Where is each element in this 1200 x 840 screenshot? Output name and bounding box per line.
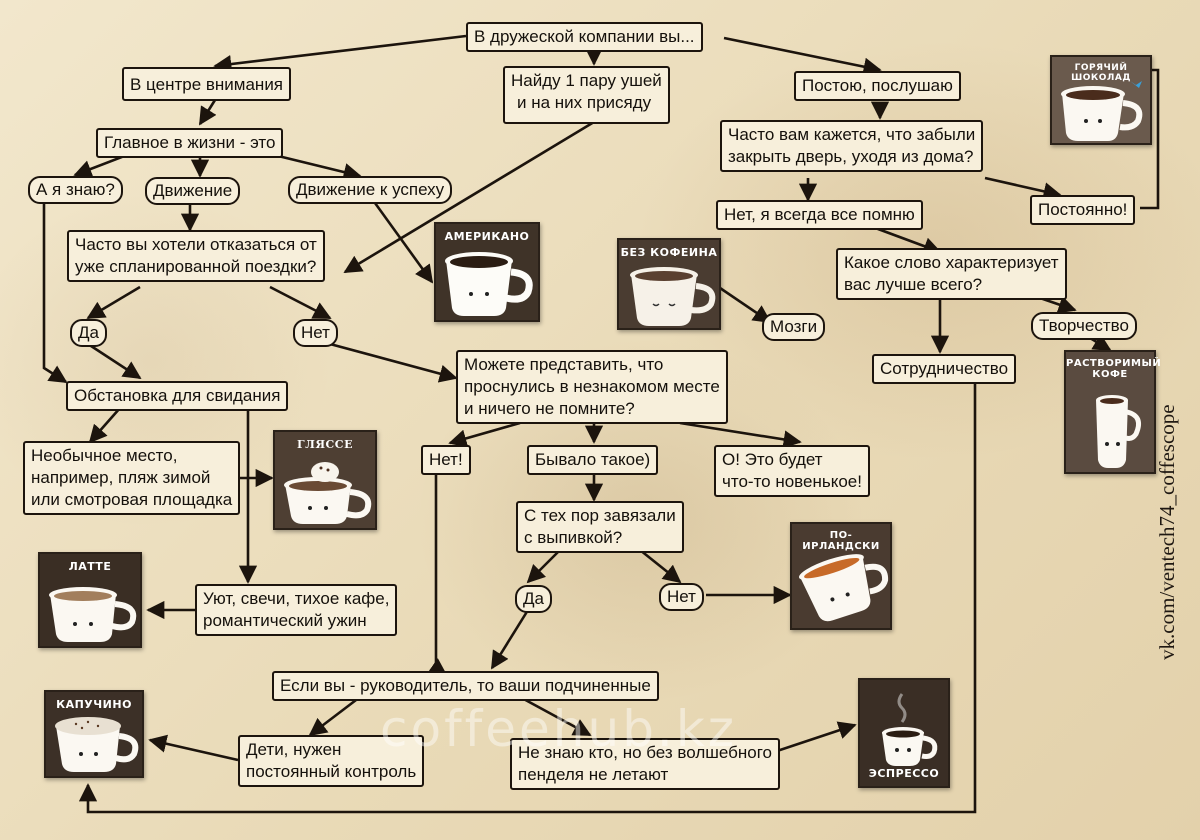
coffee-label: ГОРЯЧИЙ ШОКОЛАД — [1071, 63, 1131, 83]
cup-icon — [1096, 395, 1141, 468]
node-always-remember: Нет, я всегда все помню — [716, 200, 923, 230]
node-unusual-place: Необычное место, например, пляж зимой ил… — [23, 441, 241, 515]
node-imagine-wake: Можете представить, что проснулись в нез… — [456, 350, 728, 424]
coffee-card-hot-chocolate: ГОРЯЧИЙ ШОКОЛАД — [1050, 55, 1152, 145]
node-i-know: А я знаю? — [28, 176, 123, 204]
coffee-card-decaf: БЕЗ КОФЕИНА — [617, 238, 721, 330]
coffee-card-irish: ПО-ИРЛАНДСКИ — [790, 522, 892, 630]
node-which-word: Какое слово характеризует вас лучше всег… — [836, 248, 1067, 300]
node-something-new: О! Это будет что-то новенькое! — [714, 445, 870, 497]
coffee-card-espresso: ЭСПРЕССО — [858, 678, 950, 788]
coffee-label: ЛАТТЕ — [68, 560, 112, 573]
node-movement-success: Движение к успеху — [288, 176, 453, 204]
coffee-card-instant: РАСТВОРИМЫЙ КОФЕ — [1064, 350, 1162, 474]
coffee-label: БЕЗ КОФЕИНА — [620, 246, 718, 259]
node-cooperation: Сотрудничество — [872, 354, 1017, 384]
node-center-attention: В центре внимания — [122, 67, 292, 101]
node-date-setting: Обстановка для свидания — [66, 381, 289, 411]
node-no-excl: Нет! — [421, 445, 471, 475]
coffee-label: РАСТВОРИМЫЙ КОФЕ — [1066, 358, 1162, 380]
coffee-label: АМЕРИКАНО — [444, 230, 530, 243]
node-if-manager: Если вы - руководитель, то ваши подчинен… — [272, 671, 659, 701]
node-no-2: Нет — [659, 583, 704, 611]
cup-icon — [284, 462, 372, 524]
node-quit-drinking: С тех пор завязали с выпивкой? — [516, 501, 684, 553]
node-stand-listen: Постою, послушаю — [794, 71, 961, 101]
node-no-1: Нет — [293, 319, 338, 347]
cup-icon — [49, 587, 137, 642]
credit-text: vk.com/ventech74_coffescope — [1155, 404, 1179, 660]
node-magic-kick: Не знаю кто, но без волшебного пенделя н… — [510, 738, 781, 790]
node-yes-1: Да — [70, 319, 107, 347]
watermark: coffeehub.kz — [380, 700, 738, 758]
cup-icon — [1061, 81, 1143, 141]
cup-icon — [630, 267, 716, 326]
node-find-ears: Найду 1 пару ушей и на них присяду — [503, 66, 670, 124]
cup-icon — [445, 252, 533, 316]
cup-icon — [882, 693, 938, 766]
node-cancel-trip: Часто вы хотели отказаться от уже сплани… — [67, 230, 325, 282]
coffee-card-americano: АМЕРИКАНО — [434, 222, 540, 322]
cup-icon — [798, 554, 889, 622]
node-happened: Бывало такое) — [527, 445, 659, 475]
node-start: В дружеской компании вы... — [466, 22, 703, 52]
node-creativity: Творчество — [1031, 312, 1137, 340]
coffee-label: ГЛЯССЕ — [297, 438, 353, 451]
coffee-label: ПО-ИРЛАНДСКИ — [802, 530, 880, 552]
node-brains: Мозги — [762, 313, 826, 341]
node-forgot-door: Часто вам кажется, что забыли закрыть дв… — [720, 120, 984, 172]
node-constantly: Постоянно! — [1030, 195, 1136, 225]
coffee-card-cappuccino: КАПУЧИНО — [44, 690, 144, 778]
coffee-card-glace: ГЛЯССЕ — [273, 430, 377, 530]
cup-icon — [55, 717, 139, 772]
coffee-label: КАПУЧИНО — [56, 698, 132, 711]
node-movement: Движение — [145, 177, 241, 205]
coffee-card-latte: ЛАТТЕ — [38, 552, 142, 648]
coffee-label: ЭСПРЕССО — [868, 767, 940, 780]
node-yes-2: Да — [515, 585, 552, 613]
node-cozy: Уют, свечи, тихое кафе, романтический уж… — [195, 584, 398, 636]
node-main-in-life: Главное в жизни - это — [96, 128, 284, 158]
node-kids-control: Дети, нужен постоянный контроль — [238, 735, 425, 787]
